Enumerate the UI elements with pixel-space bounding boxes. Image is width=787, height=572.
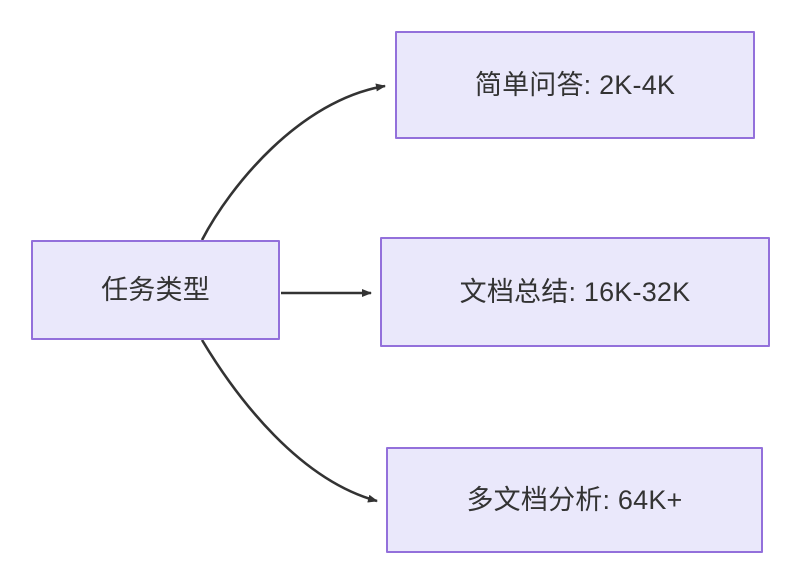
node-label: 多文档分析: 64K+ — [466, 484, 683, 515]
node-doc-summary[interactable]: 文档总结: 16K-32K — [380, 237, 770, 347]
edge-source-to-multidoc-analysis — [200, 339, 378, 503]
node-label: 文档总结: 16K-32K — [459, 276, 691, 307]
node-task-type[interactable]: 任务类型 — [31, 240, 280, 340]
node-multidoc-analysis[interactable]: 多文档分析: 64K+ — [386, 447, 763, 553]
node-label: 任务类型 — [101, 274, 210, 305]
node-label: 简单问答: 2K-4K — [474, 69, 676, 100]
edge-source-to-simple-qa — [200, 83, 386, 241]
node-simple-qa[interactable]: 简单问答: 2K-4K — [395, 31, 755, 139]
